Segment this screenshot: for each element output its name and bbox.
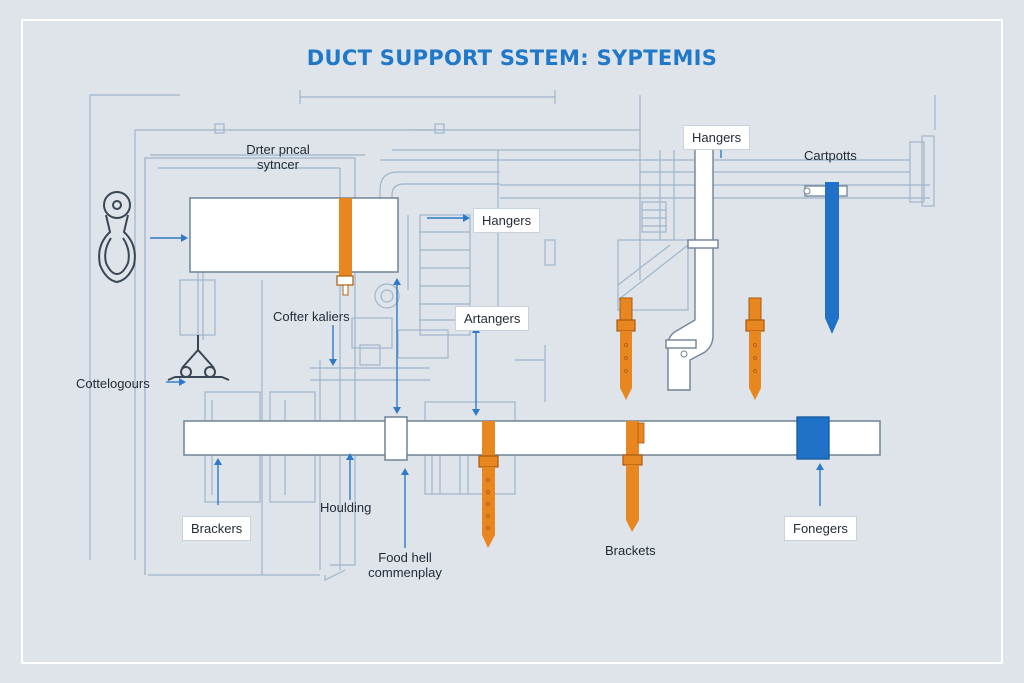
- duct-joint: [384, 416, 408, 461]
- label-cofter-kaliers: Cofter kaliers: [273, 309, 350, 324]
- label-artangers: Artangers: [455, 306, 530, 331]
- label-hangers-mid: Hangers: [473, 208, 541, 233]
- label-drter-pncal: Drter pncal sytncer: [238, 142, 318, 172]
- blue-hanger-rod: [803, 182, 848, 334]
- label-drter-line1: Drter pncal: [246, 142, 310, 157]
- orange-hanger-rod-2: [745, 297, 765, 400]
- upper-duct-strap: [336, 198, 354, 296]
- ring-hanger-icon: [98, 191, 136, 284]
- chain-hanger-icon: [167, 335, 230, 381]
- label-brackers: Brackers: [182, 516, 252, 541]
- vertical-duct-pipe: [665, 129, 719, 391]
- label-hangers-top: Hangers: [683, 125, 751, 150]
- annotation-arrows: [150, 147, 824, 548]
- main-duct: [183, 420, 881, 456]
- upper-duct: [189, 197, 399, 273]
- label-fonegers: Fonegers: [784, 516, 857, 541]
- diagram-title: DUCT SUPPORT SSTEM: SYPTEMIS: [306, 46, 718, 70]
- orange-strap-1: [478, 421, 499, 548]
- label-drter-line2: sytncer: [257, 157, 299, 172]
- blueprint-background: [89, 90, 936, 581]
- orange-hanger-rod-1: [616, 297, 636, 400]
- label-food-line2: commenplay: [368, 565, 442, 580]
- label-brackets: Brackets: [605, 543, 656, 558]
- label-food-hell: Food hell commenplay: [355, 550, 455, 580]
- blue-duct-clamp: [796, 416, 830, 460]
- orange-strap-2: [622, 421, 645, 532]
- label-cartpotts: Cartpotts: [804, 148, 857, 163]
- label-cottelogours: Cottelogours: [76, 376, 150, 391]
- label-houlding: Houlding: [320, 500, 372, 515]
- outer-frame: [21, 19, 1003, 664]
- label-food-line1: Food hell: [378, 550, 432, 565]
